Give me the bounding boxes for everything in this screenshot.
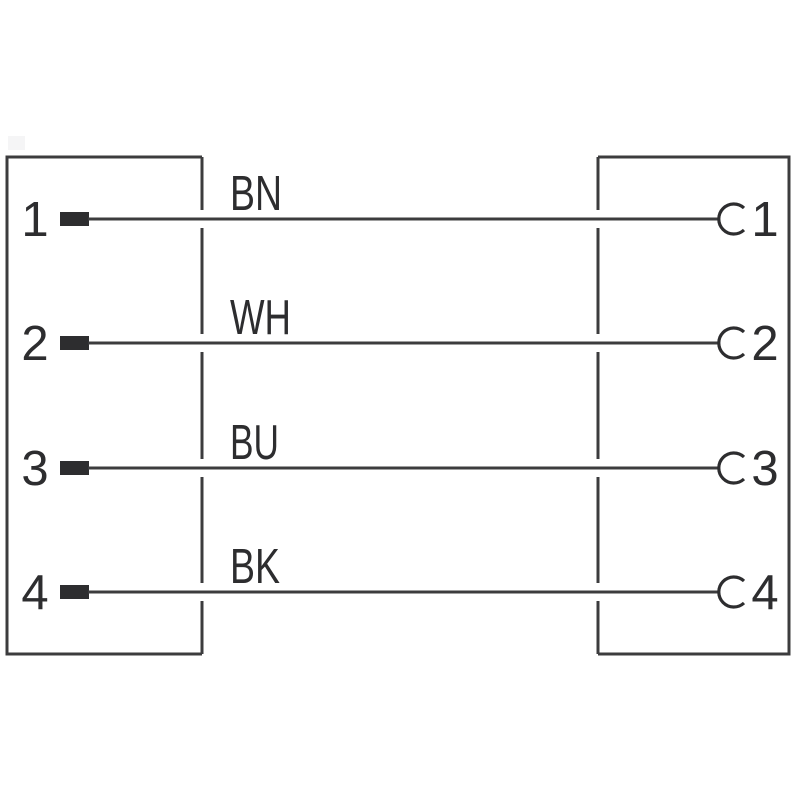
socket-contact-icon — [717, 326, 746, 360]
right-connector — [596, 155, 791, 656]
left-pin-number-4: 4 — [21, 566, 48, 620]
socket-contact-icon — [717, 575, 746, 609]
right-pin-number-2: 2 — [751, 317, 778, 371]
wire-color-label-wh: WH — [230, 291, 291, 345]
wire-row-2: 2 WH 2 — [21, 291, 778, 371]
left-connector — [5, 155, 204, 656]
wire-row-4: 4 BK 4 — [21, 540, 778, 620]
pin-contact-icon — [60, 212, 89, 226]
left-pin-number-3: 3 — [21, 442, 48, 496]
left-connector-outline — [5, 155, 202, 656]
pin-contact-icon — [60, 336, 89, 350]
wire-row-1: 1 BN 1 — [21, 167, 778, 247]
socket-contact-icon — [717, 451, 746, 485]
right-pin-number-1: 1 — [751, 193, 778, 247]
wire-color-label-bu: BU — [230, 416, 279, 470]
right-pin-number-4: 4 — [751, 566, 778, 620]
right-pin-number-3: 3 — [751, 442, 778, 496]
wire-color-label-bk: BK — [230, 540, 280, 594]
pin-contact-icon — [60, 585, 89, 599]
pin-contact-icon — [60, 461, 89, 475]
right-connector-outline — [598, 155, 791, 656]
wire-row-3: 3 BU 3 — [21, 416, 778, 496]
left-pin-number-2: 2 — [21, 317, 48, 371]
wire-color-label-bn: BN — [230, 167, 282, 221]
scan-artifact — [8, 136, 25, 150]
socket-contact-icon — [717, 202, 746, 236]
left-pin-number-1: 1 — [21, 193, 48, 247]
